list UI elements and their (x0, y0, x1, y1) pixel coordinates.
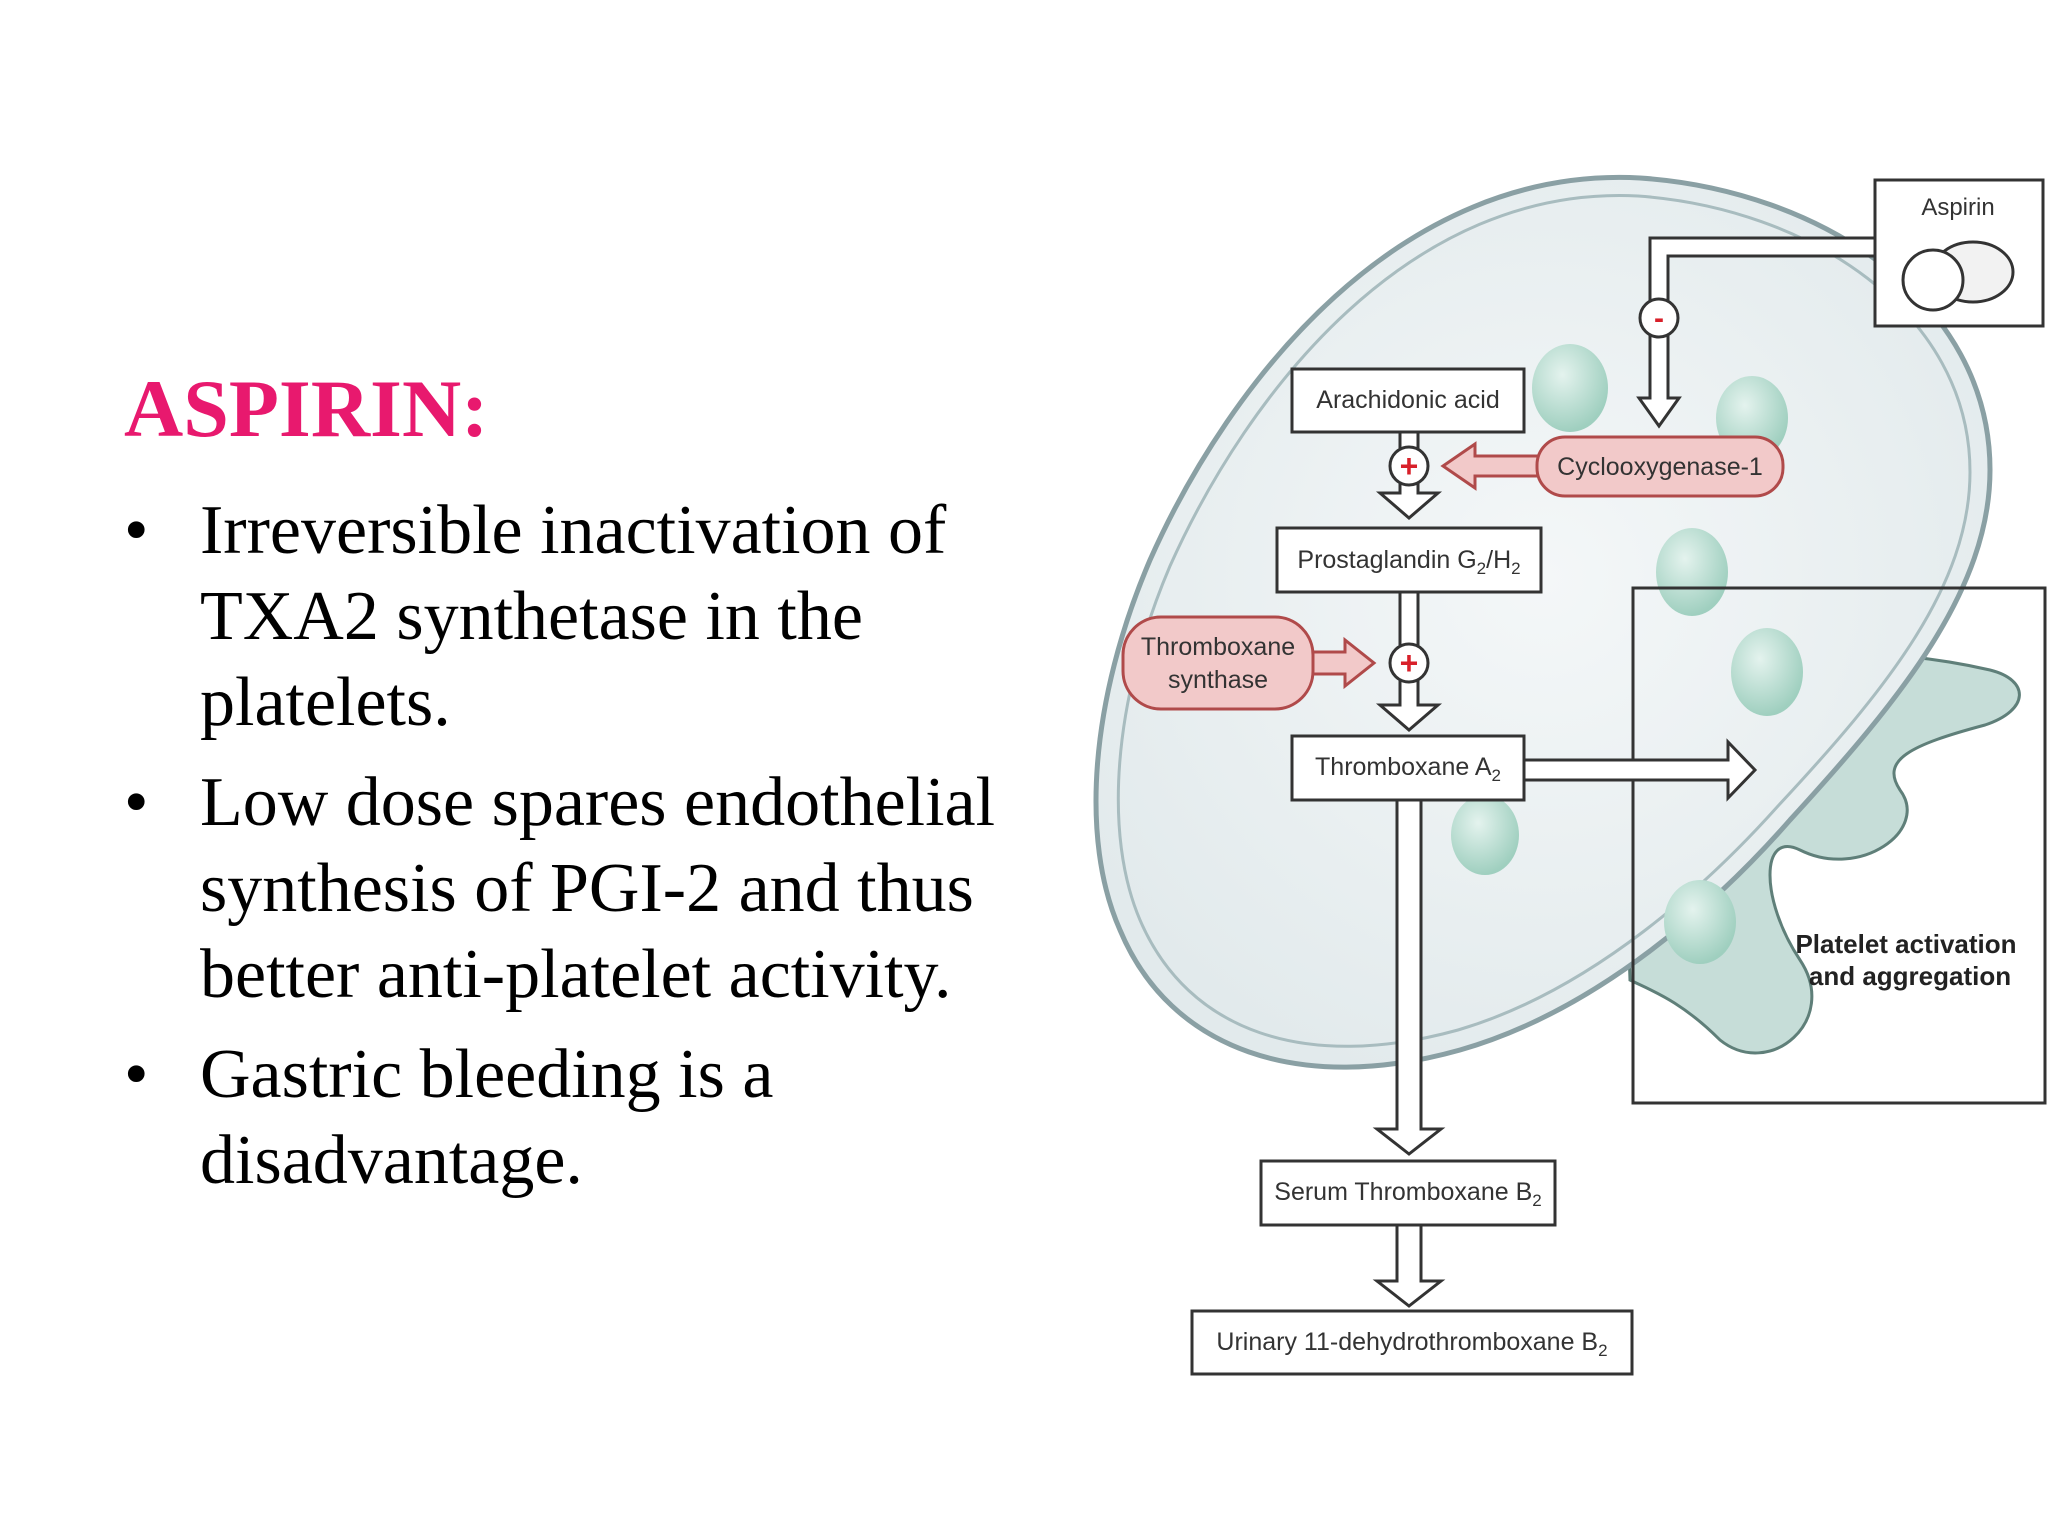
granule (1731, 628, 1803, 716)
prostaglandin-label: Prostaglandin G2/H2 (1297, 546, 1520, 578)
thromboxane-synthase-label: synthase (1168, 666, 1268, 694)
bullet-item: • Low dose spares endothelial synthesis o… (124, 760, 1004, 1018)
thromboxane-a2-label: Thromboxane A2 (1315, 753, 1501, 785)
bullet-item: • Gastric bleeding is a disadvantage. (124, 1032, 1004, 1204)
serum-thromboxane-main: Serum Thromboxane B (1274, 1178, 1532, 1206)
urinary-thromboxane-box (1190, 1309, 1634, 1376)
arrow-txa2-to-activation (1522, 738, 1758, 802)
bullet-text: Irreversible inactivation of TXA2 synthe… (200, 492, 947, 741)
aspirin-label: Aspirin (1921, 194, 1994, 221)
prostaglandin-main: Prostaglandin G (1297, 546, 1476, 574)
cyclooxygenase-label: Cyclooxygenase-1 (1557, 453, 1763, 481)
granule (1656, 528, 1728, 616)
arrow-serum-to-urinary (1372, 1223, 1446, 1308)
serum-thromboxane-sub: 2 (1532, 1191, 1541, 1210)
urinary-thromboxane-sub: 2 (1598, 1341, 1607, 1360)
granule (1664, 880, 1736, 964)
platelet-membrane-inner (1116, 194, 1972, 1048)
thromboxane-a2-sub: 2 (1492, 766, 1501, 785)
bullet-item: • Irreversible inactivation of TXA2 synth… (124, 488, 1004, 746)
arrow-cox-to-plus (1440, 441, 1547, 491)
cyclooxygenase-box (1535, 435, 1785, 498)
arrow-txa2-to-serum (1372, 798, 1446, 1156)
plus-sign-synthase: + (1400, 645, 1419, 681)
slide-title: ASPIRIN: (124, 363, 489, 454)
aspirin-inhibition-arrow: - (1636, 236, 1877, 429)
bullet-list: • Irreversible inactivation of TXA2 synth… (124, 488, 1004, 1218)
bullet-text: Low dose spares endothelial synthesis of… (200, 764, 996, 1013)
plus-sign-cox: + (1400, 448, 1419, 484)
serum-thromboxane-label: Serum Thromboxane B2 (1274, 1178, 1541, 1210)
aspirin-tablet-icon (1901, 240, 2015, 312)
bullet-dot: • (124, 1036, 149, 1113)
granule (1451, 795, 1519, 875)
bullet-dot: • (124, 492, 149, 569)
thromboxane-synthase-label: Thromboxane (1141, 633, 1295, 661)
urinary-thromboxane-label: Urinary 11-dehydrothromboxane B2 (1216, 1328, 1607, 1360)
thromboxane-synthase-box (1121, 615, 1315, 711)
prostaglandin-sub: 2 (1511, 559, 1520, 578)
arachidonic-acid-label: Arachidonic acid (1316, 386, 1499, 414)
prostaglandin-sub: 2 (1477, 559, 1486, 578)
prostaglandin-sep: /H (1486, 546, 1511, 574)
plus-circle-cox (1388, 445, 1430, 487)
inhibit-sign: - (1654, 302, 1664, 335)
plus-circle-synthase (1388, 642, 1430, 684)
thromboxane-a2-box (1290, 734, 1526, 802)
platelet-activation-label: Platelet activation (1795, 929, 2016, 959)
granule (1532, 344, 1608, 432)
thromboxane-a2-main: Thromboxane A (1315, 753, 1492, 781)
platelet-activation-label: and aggregation (1809, 961, 2011, 991)
urinary-thromboxane-main: Urinary 11-dehydrothromboxane B (1216, 1328, 1598, 1356)
platelet-activation-frame (1631, 586, 2047, 1105)
bullet-dot: • (124, 764, 149, 841)
bullet-text: Gastric bleeding is a disadvantage. (200, 1036, 774, 1199)
prostaglandin-box (1275, 526, 1543, 594)
